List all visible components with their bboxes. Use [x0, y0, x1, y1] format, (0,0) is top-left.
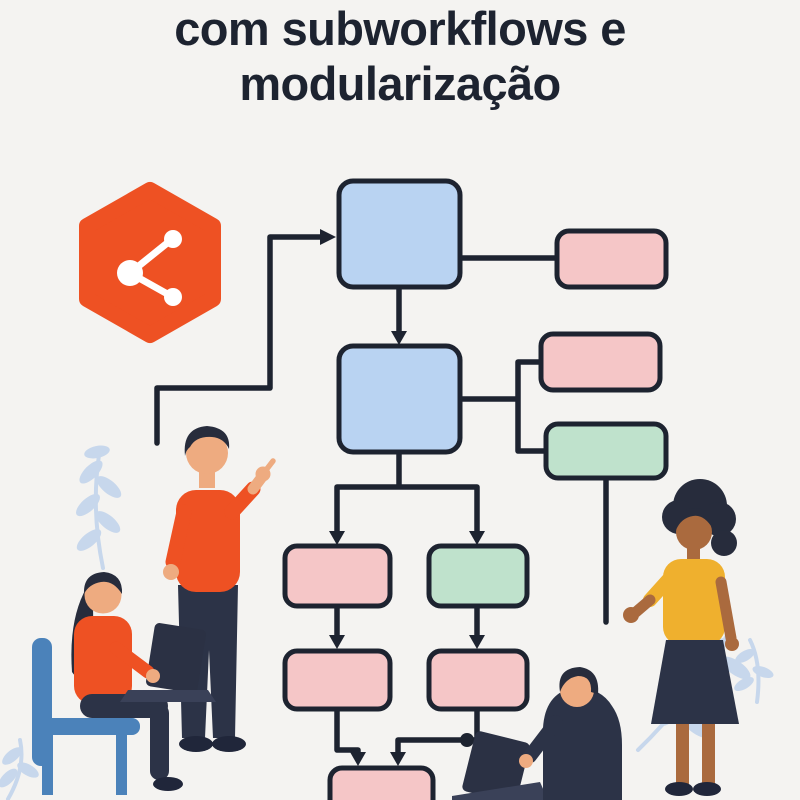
- woman2-head: [676, 514, 712, 550]
- man-neck: [199, 470, 215, 488]
- flow-node-main-2: [336, 343, 463, 455]
- hexagon-shape: [79, 182, 221, 343]
- flow-node-side-3: [543, 421, 669, 481]
- woman1-laptop-base: [120, 690, 216, 702]
- flow-node-branch-left-1: [282, 543, 393, 609]
- sitting-woman-laptop: [32, 572, 216, 795]
- man-left-arm: [165, 504, 192, 570]
- man-head: [186, 432, 228, 474]
- flow-node-end: [327, 765, 436, 800]
- man2-arm: [523, 715, 563, 763]
- woman2-hair-front: [676, 508, 714, 530]
- standing-woman-gesturing: [623, 479, 739, 796]
- chair-leg-right: [116, 735, 127, 795]
- share-nodes-glyph: [117, 230, 182, 306]
- man2-body: [543, 687, 622, 800]
- woman1-shoe: [153, 777, 183, 791]
- woman2-right-hand: [725, 637, 739, 651]
- flow-connector-lines: [154, 234, 609, 756]
- man-shirt: [176, 490, 240, 592]
- woman2-shoe-right: [693, 782, 721, 796]
- man2-hand: [519, 754, 533, 768]
- man-hair: [184, 426, 230, 456]
- woman2-skirt: [651, 640, 739, 724]
- title-line-1: com subworkflows e: [174, 2, 626, 55]
- title-line-2: modularização: [239, 56, 561, 110]
- woman1-shirt: [74, 616, 132, 704]
- woman2-shoe-left: [665, 782, 693, 796]
- woman2-left-hand: [623, 607, 639, 623]
- workflow-flowchart: [154, 178, 669, 800]
- man-pointing-finger: [260, 458, 276, 477]
- man2-hair: [559, 667, 599, 694]
- man-left-hand: [163, 564, 179, 580]
- leaf-branch-left: [76, 445, 122, 570]
- woman2-leg-left: [676, 724, 689, 784]
- flow-node-branch-right-1: [426, 543, 530, 609]
- chair-seat: [32, 718, 140, 735]
- woman1-arm: [109, 641, 155, 679]
- woman2-neck: [687, 548, 700, 562]
- woman1-hand: [146, 669, 160, 683]
- woman2-top: [663, 559, 725, 645]
- share-nodes-hexagon-icon: [79, 182, 221, 343]
- flow-node-branch-left-2: [282, 648, 393, 712]
- flow-node-main-1: [336, 178, 463, 290]
- flow-node-side-1: [554, 228, 669, 290]
- standing-man-pointing: [163, 426, 276, 752]
- woman2-right-arm: [715, 576, 737, 644]
- man-shoe-left: [179, 736, 213, 752]
- sitting-man-laptop: [452, 667, 622, 800]
- man2-laptop-base: [452, 782, 548, 800]
- man2-head: [560, 673, 594, 707]
- woman2-hair-curl-4: [711, 530, 737, 556]
- woman2-left-forearm: [630, 594, 656, 618]
- man2-laptop-screen: [462, 731, 530, 800]
- woman1-shin: [150, 704, 169, 780]
- flow-node-branch-right-2: [426, 648, 530, 712]
- leaf-branch-corner: [0, 738, 39, 800]
- chair-leg-left: [42, 735, 53, 795]
- woman2-leg-right: [702, 724, 715, 784]
- flow-node-side-2: [538, 331, 663, 393]
- flow-junction-dot: [460, 733, 474, 747]
- woman1-head: [84, 576, 122, 614]
- page-title: com subworkflows e modularização: [0, 2, 800, 112]
- man-shoe-right: [212, 736, 246, 752]
- woman1-hair-top: [83, 572, 123, 594]
- flow-arrowheads: [320, 229, 485, 766]
- woman1-laptop-screen: [146, 623, 206, 693]
